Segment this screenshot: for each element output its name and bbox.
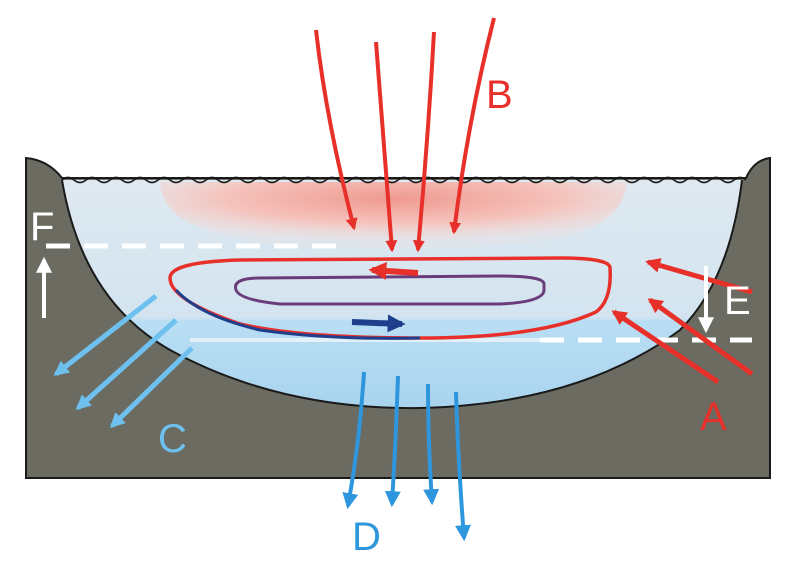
- arrow-a-1: [645, 258, 753, 295]
- arrow-c-2: [75, 318, 178, 411]
- arrows-d: [342, 371, 471, 542]
- arrow-d-1: [342, 371, 366, 510]
- outer-circulation-loop-lower: [174, 288, 421, 340]
- arrow-d-2: [384, 375, 401, 508]
- arrows-b: [314, 17, 496, 253]
- warm-plume: [160, 182, 628, 249]
- arrows-a: [611, 258, 754, 385]
- arrow-a-2: [647, 297, 754, 377]
- blue-flow-arrow: [351, 314, 406, 333]
- arrow-c-3: [109, 346, 194, 429]
- label-b: B: [486, 73, 513, 117]
- inner-circulation-loop: [234, 274, 546, 306]
- arrow-b-2: [374, 41, 398, 253]
- arrows-c: [53, 294, 194, 429]
- label-f: F: [30, 205, 54, 249]
- arrow-c-1: [53, 294, 158, 376]
- arrow-a-3: [611, 309, 720, 385]
- arrow-d-3: [423, 383, 440, 506]
- arrow-b-1: [314, 29, 358, 231]
- label-e: E: [724, 279, 751, 323]
- basin-outline: [61, 179, 743, 410]
- outer-circulation-loop: [168, 256, 612, 340]
- label-c: C: [158, 417, 187, 461]
- water-surface: [61, 176, 747, 184]
- label-d: D: [352, 515, 381, 559]
- lake-water: [62, 180, 742, 409]
- arrow-b-3: [412, 31, 436, 253]
- label-a: A: [700, 395, 727, 439]
- arrow-d-4: [454, 391, 471, 542]
- arrow-b-4: [449, 17, 496, 235]
- red-flow-arrow: [368, 261, 419, 280]
